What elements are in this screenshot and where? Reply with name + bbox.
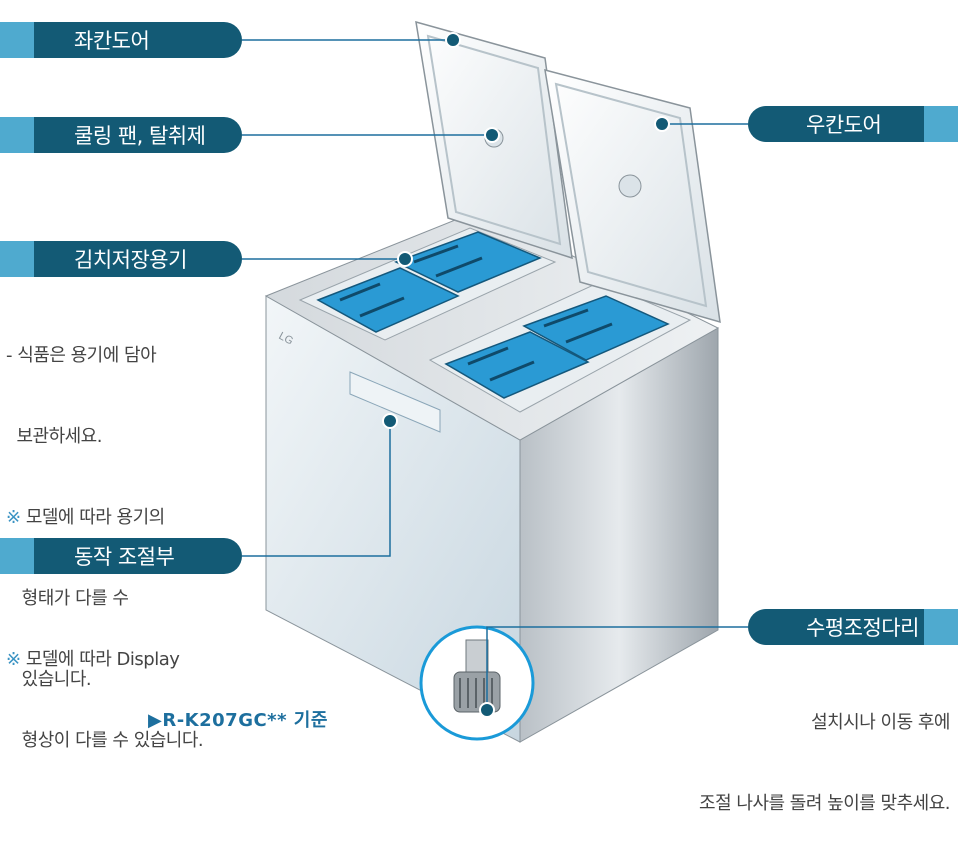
label-cooling-fan: 쿨링 팬, 탈취제 xyxy=(0,117,242,153)
label-kimchi-container: 김치저장용기 xyxy=(0,241,242,277)
container-group-left xyxy=(316,231,542,333)
label-right-door: 우칸도어 xyxy=(748,106,958,142)
leader-dots xyxy=(382,32,670,718)
container-group-right xyxy=(444,295,670,399)
label-leveling-leg: 수평조정다리 xyxy=(748,609,958,645)
note-line: 형상이 다를 수 있습니다. xyxy=(6,730,204,751)
note-line: 보관하세요. xyxy=(6,426,102,447)
control-panel xyxy=(349,371,441,433)
leader-lines xyxy=(242,39,748,710)
model-basis: ▶R-K207GC** 기준 xyxy=(148,710,328,731)
reference-mark: ※ xyxy=(6,507,21,528)
note-line: 조절 나사를 돌려 높이를 맞추세요. xyxy=(699,793,950,814)
note-line: 설치시나 이동 후에 xyxy=(811,712,950,733)
kimchi-refrigerator-illustration: LG xyxy=(242,20,748,743)
leg-note: 설치시나 이동 후에 조절 나사를 돌려 높이를 맞추세요. xyxy=(699,655,950,844)
display-note: ※ 모델에 따라 Display 형상이 다를 수 있습니다. xyxy=(6,592,204,781)
container-note: - 식품은 용기에 담아 보관하세요. ※ 모델에 따라 용기의 형태가 다를 … xyxy=(6,288,165,720)
reference-mark: ※ xyxy=(6,649,21,670)
label-control-panel: 동작 조절부 xyxy=(0,538,242,574)
note-line: 형태가 다를 수 xyxy=(6,588,129,609)
note-line: 있습니다. xyxy=(6,669,92,690)
label-left-door: 좌칸도어 xyxy=(0,22,242,58)
note-line: ※ 모델에 따라 Display xyxy=(6,649,180,670)
note-line: ※ 모델에 따라 용기의 xyxy=(6,507,165,528)
note-line: - 식품은 용기에 담아 xyxy=(6,345,157,366)
